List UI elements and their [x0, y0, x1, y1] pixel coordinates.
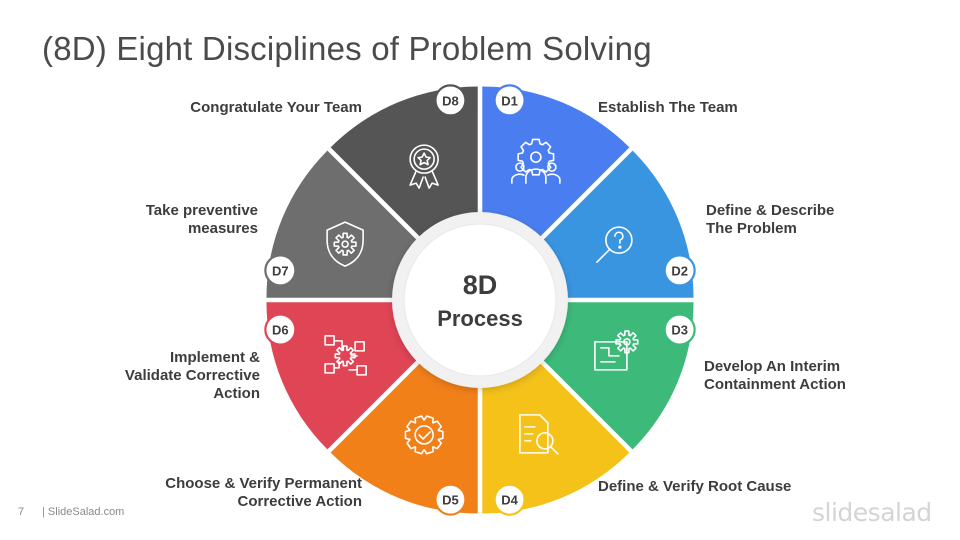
segment-d2 [532, 150, 694, 298]
center-title: 8D [463, 270, 498, 300]
step-label-d4: Define & Verify Root Cause [598, 478, 791, 496]
step-label-line: Define & Describe [706, 202, 835, 219]
segment-d7 [266, 150, 428, 298]
step-label-line: Establish The Team [598, 99, 738, 116]
segment-d4 [482, 352, 630, 514]
badge-code: D5 [442, 493, 459, 508]
step-label-line: Corrective Action [237, 493, 362, 510]
step-label-line: Choose & Verify Permanent [165, 475, 362, 492]
step-label-line: Validate Corrective [124, 367, 260, 384]
badge-code: D6 [272, 323, 289, 338]
segment-d8 [330, 86, 478, 248]
step-label-line: Containment Action [704, 376, 846, 393]
segment-d6 [266, 302, 428, 450]
badge-code: D1 [501, 93, 518, 108]
badge-code: D8 [442, 93, 459, 108]
magnifier-question-icon [596, 226, 633, 263]
segment-d3 [532, 302, 694, 450]
badge-code: D2 [671, 263, 688, 278]
step-label-line: Implement & [169, 349, 260, 366]
step-label-d1: Establish The Team [598, 99, 738, 117]
badge-code: D7 [272, 263, 289, 278]
step-label-line: Define & Verify Root Cause [598, 478, 792, 495]
workflow-icon [324, 335, 367, 376]
step-label-line: Congratulate Your Team [190, 99, 362, 116]
badge-code: D3 [671, 323, 688, 338]
badge-code: D4 [501, 493, 518, 508]
badge-d5: D5 [434, 483, 467, 516]
badge-d6: D6 [264, 313, 297, 346]
badge-d3: D3 [663, 313, 696, 346]
center-subtitle: Process [437, 306, 523, 331]
step-label-line: The Problem [706, 220, 797, 237]
badge-d8: D8 [434, 84, 467, 117]
segment-d5 [330, 352, 478, 514]
footer-site: | SlideSalad.com [42, 506, 125, 518]
badge-d2: D2 [663, 254, 696, 287]
center-hub: 8D Process [392, 212, 568, 388]
step-label-line: measures [187, 220, 258, 237]
step-label-line: Take preventive [145, 202, 258, 219]
blueprint-gear-icon [594, 330, 639, 371]
step-label-line: Action [213, 385, 260, 402]
slide-title: (8D) Eight Disciplines of Problem Solvin… [42, 30, 652, 67]
badge-d1: D1 [493, 84, 526, 117]
shield-gear-icon [326, 221, 364, 267]
badge-d4: D4 [493, 483, 526, 516]
team-gear-icon [511, 138, 561, 184]
brand-logo: slidesalad [812, 498, 932, 527]
page-number: 7 [18, 506, 25, 518]
badge-d7: D7 [264, 254, 297, 287]
document-search-icon [519, 414, 559, 455]
award-star-icon [409, 144, 439, 189]
step-label-line: Develop An Interim [704, 358, 841, 375]
step-label-d8: Congratulate Your Team [190, 99, 362, 117]
gear-check-icon [404, 415, 444, 455]
